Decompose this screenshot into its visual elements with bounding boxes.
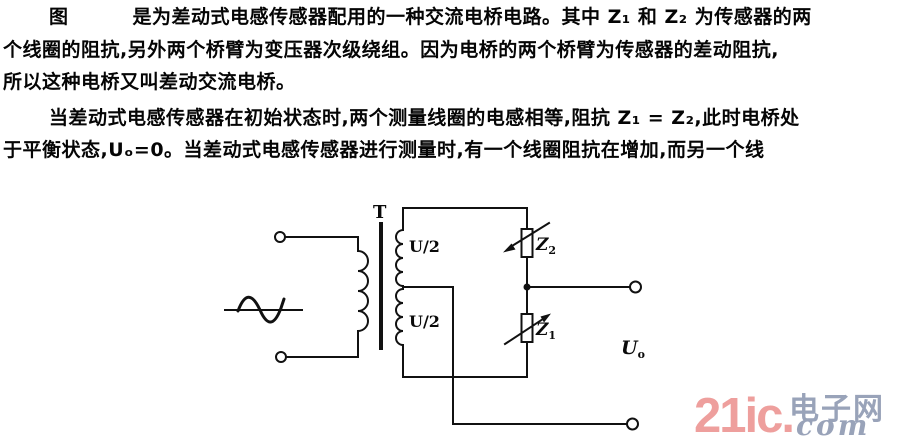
- z1-label: Z1: [536, 320, 556, 342]
- ac-source-icon: [224, 295, 303, 324]
- text-line-4: 当差动式电感传感器在初始状态时,两个测量线圈的电感相等,阻抗 Z₁ = Z₂,此…: [49, 107, 800, 129]
- secondary-coil-bottom-icon: [395, 287, 405, 347]
- z2-subscript: 2: [548, 244, 557, 257]
- secondary-top-voltage-label: U/2: [409, 237, 440, 256]
- output-terminal-bottom-icon: [626, 417, 639, 431]
- primary-circuit-wires: [274, 231, 369, 363]
- output-voltage-symbol: U: [621, 337, 638, 359]
- output-voltage-subscript: o: [637, 348, 645, 361]
- secondary-circuit-wires: [395, 207, 528, 378]
- z2-symbol: Z: [536, 235, 549, 255]
- watermark-domain: com: [796, 409, 871, 442]
- input-terminal-bottom-icon: [275, 351, 287, 363]
- watermark-brand: 21ic.: [694, 389, 795, 443]
- z1-subscript: 1: [548, 329, 557, 342]
- text-line-3: 所以这种电桥又叫差动交流电桥。: [3, 71, 296, 93]
- output-voltage-label: Uo: [621, 337, 645, 361]
- transformer-primary-coil-icon: [356, 249, 369, 333]
- secondary-bottom-voltage-label: U/2: [409, 312, 440, 331]
- impedance-z2-icon: [503, 221, 551, 258]
- watermark-site-name: 电子网: [789, 392, 885, 427]
- z1-symbol: Z: [536, 320, 549, 340]
- impedance-z1-icon: [503, 313, 551, 346]
- output-terminal-top-icon: [629, 280, 642, 294]
- text-line-2: 个线圈的阻抗,另外两个桥臂为变压器次级绕组。因为电桥的两个桥臂为传感器的差动阻抗…: [3, 39, 779, 61]
- junction-dot: [523, 283, 531, 291]
- input-terminal-top-icon: [274, 231, 286, 243]
- transformer-label: T: [373, 202, 387, 223]
- text-line-5: 于平衡状态,Uₒ=0。当差动式电感传感器进行测量时,有一个线圈阻抗在增加,而另一…: [3, 139, 765, 161]
- secondary-coil-top-icon: [395, 228, 405, 288]
- output-wires: [452, 280, 642, 431]
- z2-label: Z2: [536, 235, 556, 257]
- text-line-1: 图 是为差动式电感传感器配用的一种交流电桥电路。其中 Z₁ 和 Z₂ 为传感器的…: [49, 6, 812, 28]
